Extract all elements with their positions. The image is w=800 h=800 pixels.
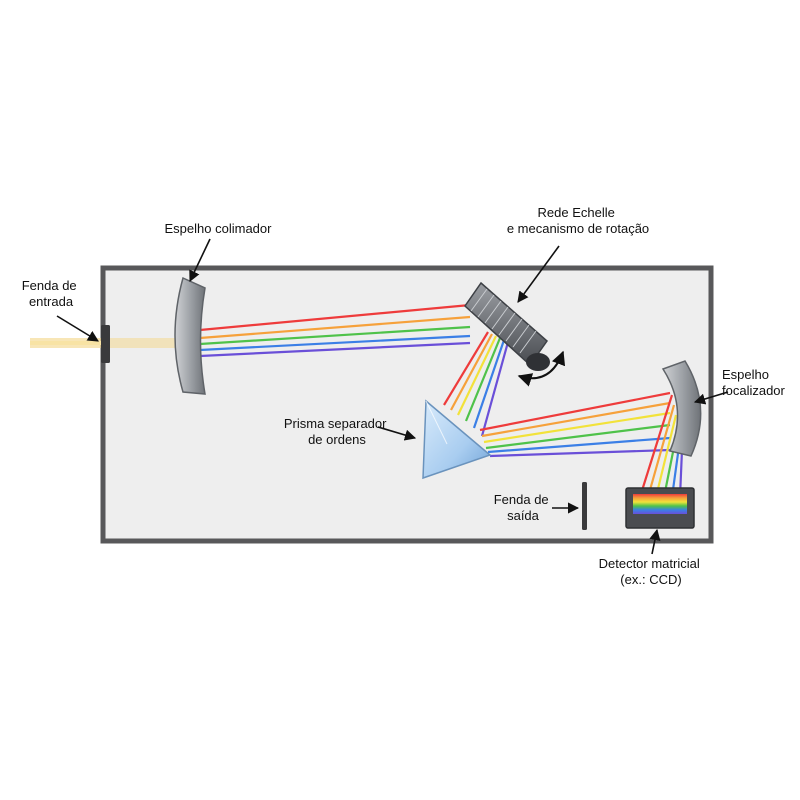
array-detector-label: Detector matricial (ex.: CCD) (599, 556, 704, 587)
prism-to-mirror-beams (479, 391, 671, 458)
rotation-mechanism (526, 353, 550, 371)
collimator-mirror (174, 276, 206, 395)
focusing-mirror (661, 360, 702, 457)
leader-lines (56, 238, 729, 555)
entrance-slit (101, 325, 110, 363)
exit-slit-label: Fenda de saída (494, 492, 553, 523)
order-prism-label: Prisma separador de ordens (284, 416, 390, 447)
collimator-mirror-label: Espelho colimador (165, 221, 273, 236)
rotation-arrow-icon (517, 350, 566, 387)
grating-to-prism-beams (443, 331, 510, 437)
collimated-beams (199, 303, 471, 358)
order-sorting-prism (422, 399, 492, 480)
array-detector (625, 487, 695, 529)
exit-slit (582, 482, 587, 530)
entrance-slit-label: Fenda de entrada (22, 278, 81, 309)
input-beam (30, 338, 184, 348)
echelle-grating-label: Rede Echelle e mecanismo de rotação (507, 205, 649, 236)
focusing-mirror-label: Espelho focalizador (722, 367, 786, 398)
